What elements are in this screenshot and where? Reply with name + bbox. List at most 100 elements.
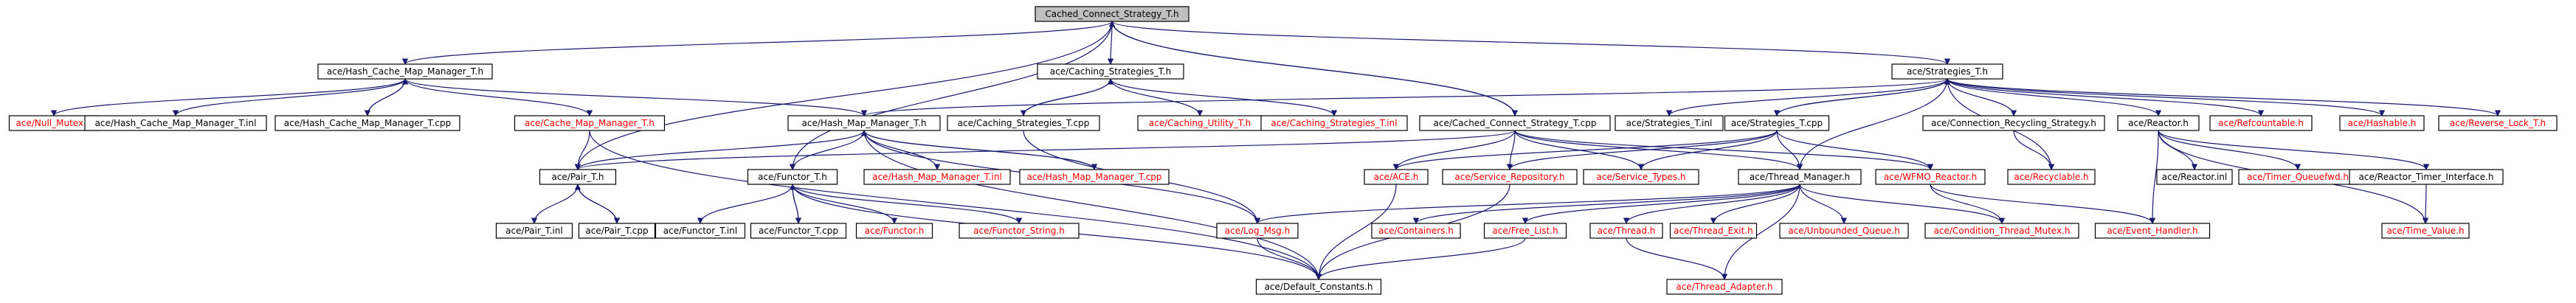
edge-logmsg_h-to-defconst_h (1257, 237, 1322, 280)
node-label: ace/Functor_T.inl (663, 226, 737, 236)
node-label: ace/Strategies_T.h (1907, 66, 1988, 77)
node-cs-cpp[interactable]: ace/Caching_Strategies_T.cpp (947, 115, 1100, 131)
node-srvrepo-h[interactable]: ace/Service_Repository.h (1442, 169, 1578, 185)
node-reactor-inl[interactable]: ace/Reactor.inl (2156, 169, 2233, 185)
edge-pair_h-to-pair_inl (531, 184, 579, 224)
node-functorstr-h[interactable]: ace/Functor_String.h (959, 223, 1080, 239)
node-label: ace/Cache_Map_Manager_T.h (525, 118, 655, 128)
node-label: ace/Hash_Cache_Map_Manager_T.inl (95, 118, 257, 128)
node-ctm-h[interactable]: ace/Condition_Thread_Mutex.h (1924, 223, 2079, 239)
node-hmm-h[interactable]: ace/Hash_Map_Manager_T.h (787, 115, 941, 131)
node-srvtypes-h[interactable]: ace/Service_Types.h (1583, 169, 1699, 185)
node-label: ace/Recyclable.h (2014, 172, 2088, 182)
node-freelist-h[interactable]: ace/Free_List.h (1483, 223, 1567, 239)
node-revlock-h[interactable]: ace/Reverse_Lock_T.h (2438, 115, 2558, 131)
edge-ccs_cpp-to-tm_h (1514, 130, 1803, 170)
node-functor-inl[interactable]: ace/Functor_T.inl (655, 223, 746, 239)
node-null-mutex[interactable]: ace/Null_Mutex.h (8, 115, 100, 131)
node-box (1666, 279, 1783, 295)
node-box (2349, 169, 2504, 185)
edge-cs_h-to-cs_inl (1110, 78, 1338, 116)
node-label: ace/Service_Types.h (1597, 172, 1686, 182)
node-label: ace/Thread_Exit.h (1674, 226, 1753, 236)
node-root[interactable]: Cached_Connect_Strategy_T.h (1035, 6, 1189, 22)
node-pair-inl[interactable]: ace/Pair_T.inl (495, 223, 573, 239)
node-label: ace/Thread_Manager.h (1750, 172, 1850, 182)
node-cs-inl[interactable]: ace/Caching_Strategies_T.inl (1260, 115, 1408, 131)
edge-ccs_cpp-to-wfmo_h (1514, 130, 1934, 170)
node-label: ace/Pair_T.h (551, 172, 604, 182)
node-ubq-h[interactable]: ace/Unbounded_Queue.h (1779, 223, 1909, 239)
node-cs-h[interactable]: ace/Caching_Strategies_T.h (1037, 63, 1184, 80)
node-thread-h[interactable]: ace/Thread.h (1589, 223, 1663, 239)
node-thadapter-h[interactable]: ace/Thread_Adapter.h (1666, 279, 1783, 295)
node-box (539, 169, 617, 185)
node-label: ace/Connection_Recycling_Strategy.h (1931, 118, 2096, 128)
edge-thread_h-to-thadapter_h (1626, 237, 1728, 280)
node-logmsg-h[interactable]: ace/Log_Msg.h (1216, 223, 1299, 239)
node-ace-h[interactable]: ace/ACE.h (1364, 169, 1429, 185)
node-box (655, 223, 746, 239)
node-label: ace/Cached_Connect_Strategy_T.cpp (1434, 118, 1597, 128)
node-functor2-h[interactable]: ace/Functor.h (855, 223, 933, 239)
node-box (1583, 169, 1699, 185)
node-cu-h[interactable]: ace/Caching_Utility_T.h (1137, 115, 1263, 131)
node-box (1483, 223, 1567, 239)
edge-functor_cpp-to-functor_h (789, 184, 799, 224)
node-timevalue-h[interactable]: ace/Time_Value.h (2381, 223, 2470, 239)
node-evh-h[interactable]: ace/Event_Handler.h (2094, 223, 2211, 239)
node-tq-h[interactable]: ace/Timer_Queuefwd.h (2238, 169, 2358, 185)
node-rti-h[interactable]: ace/Reactor_Timer_Interface.h (2349, 169, 2504, 185)
edge-strat_h-to-strat_inl (1665, 78, 1948, 116)
node-label: ace/Refcountable.h (2218, 118, 2304, 128)
node-label: ace/Default_Constants.h (1265, 282, 1373, 292)
node-strat-h[interactable]: ace/Strategies_T.h (1891, 63, 2003, 80)
node-wfmo-h[interactable]: ace/WFMO_Reactor.h (1875, 169, 1986, 185)
node-containers-h[interactable]: ace/Containers.h (1371, 223, 1461, 239)
node-hcmm-inl[interactable]: ace/Hash_Cache_Map_Manager_T.inl (84, 115, 267, 131)
edge-reactor_h-to-rti_h (2158, 130, 2430, 170)
edge-hcmm_h-to-hcmm_inl (172, 78, 406, 116)
node-ccs-cpp[interactable]: ace/Cached_Connect_Strategy_T.cpp (1419, 115, 1611, 131)
node-refcount-h[interactable]: ace/Refcountable.h (2209, 115, 2313, 131)
node-label: ace/Thread_Adapter.h (1676, 282, 1772, 292)
node-reactor-h[interactable]: ace/Reactor.h (2117, 115, 2200, 131)
node-defconst-h[interactable]: ace/Default_Constants.h (1255, 279, 1382, 295)
node-label: ace/Condition_Thread_Mutex.h (1934, 226, 2071, 236)
node-box (1724, 115, 1830, 131)
node-cmm-h[interactable]: ace/Cache_Map_Manager_T.h (514, 115, 666, 131)
edge-strat_h-to-hmm_h (861, 78, 1948, 116)
node-box (1922, 115, 2105, 131)
node-strat-inl[interactable]: ace/Strategies_T.inl (1615, 115, 1724, 131)
node-box (1924, 223, 2079, 239)
node-hashable-h[interactable]: ace/Hashable.h (2339, 115, 2425, 131)
node-box (1442, 169, 1578, 185)
node-hcmm-cpp[interactable]: ace/Hash_Cache_Map_Manager_T.cpp (274, 115, 460, 131)
node-tm-h[interactable]: ace/Thread_Manager.h (1738, 169, 1862, 185)
node-recyclable-h[interactable]: ace/Recyclable.h (2007, 169, 2096, 185)
node-box (1255, 279, 1382, 295)
edge-reactor_h-to-evh_h (2149, 130, 2159, 224)
edge-freelist_h-to-defconst_h (1315, 237, 1526, 280)
node-label: ace/WFMO_Reactor.h (1884, 172, 1977, 182)
node-box (947, 115, 1100, 131)
edge-cmm_h-to-defconst_h (589, 130, 1322, 280)
node-hmm-cpp[interactable]: ace/Hash_Map_Manager_T.cpp (1019, 169, 1170, 185)
node-thexit-h[interactable]: ace/Thread_Exit.h (1669, 223, 1758, 239)
node-functor-cpp[interactable]: ace/Functor_T.cpp (750, 223, 847, 239)
node-box (1779, 223, 1909, 239)
edge-strat_cpp-to-ace_h (1392, 130, 1778, 170)
node-functor-h[interactable]: ace/Functor_T.h (747, 169, 838, 185)
node-crs-h[interactable]: ace/Connection_Recycling_Strategy.h (1922, 115, 2105, 131)
node-label: ace/Functor_String.h (973, 226, 1065, 236)
node-pair-cpp[interactable]: ace/Pair_T.cpp (578, 223, 656, 239)
edge-tm_h-to-thread_h (1623, 184, 1800, 224)
node-hmm-inl[interactable]: ace/Hash_Map_Manager_T.inl (863, 169, 1011, 185)
node-box (1216, 223, 1299, 239)
node-pair-h[interactable]: ace/Pair_T.h (539, 169, 617, 185)
edge-tm_h-to-freelist_h (1522, 184, 1800, 224)
node-strat-cpp[interactable]: ace/Strategies_T.cpp (1724, 115, 1830, 131)
node-hcmm-h[interactable]: ace/Hash_Cache_Map_Manager_T.h (317, 63, 493, 80)
edge-root-to-strat_h (1111, 21, 1950, 65)
